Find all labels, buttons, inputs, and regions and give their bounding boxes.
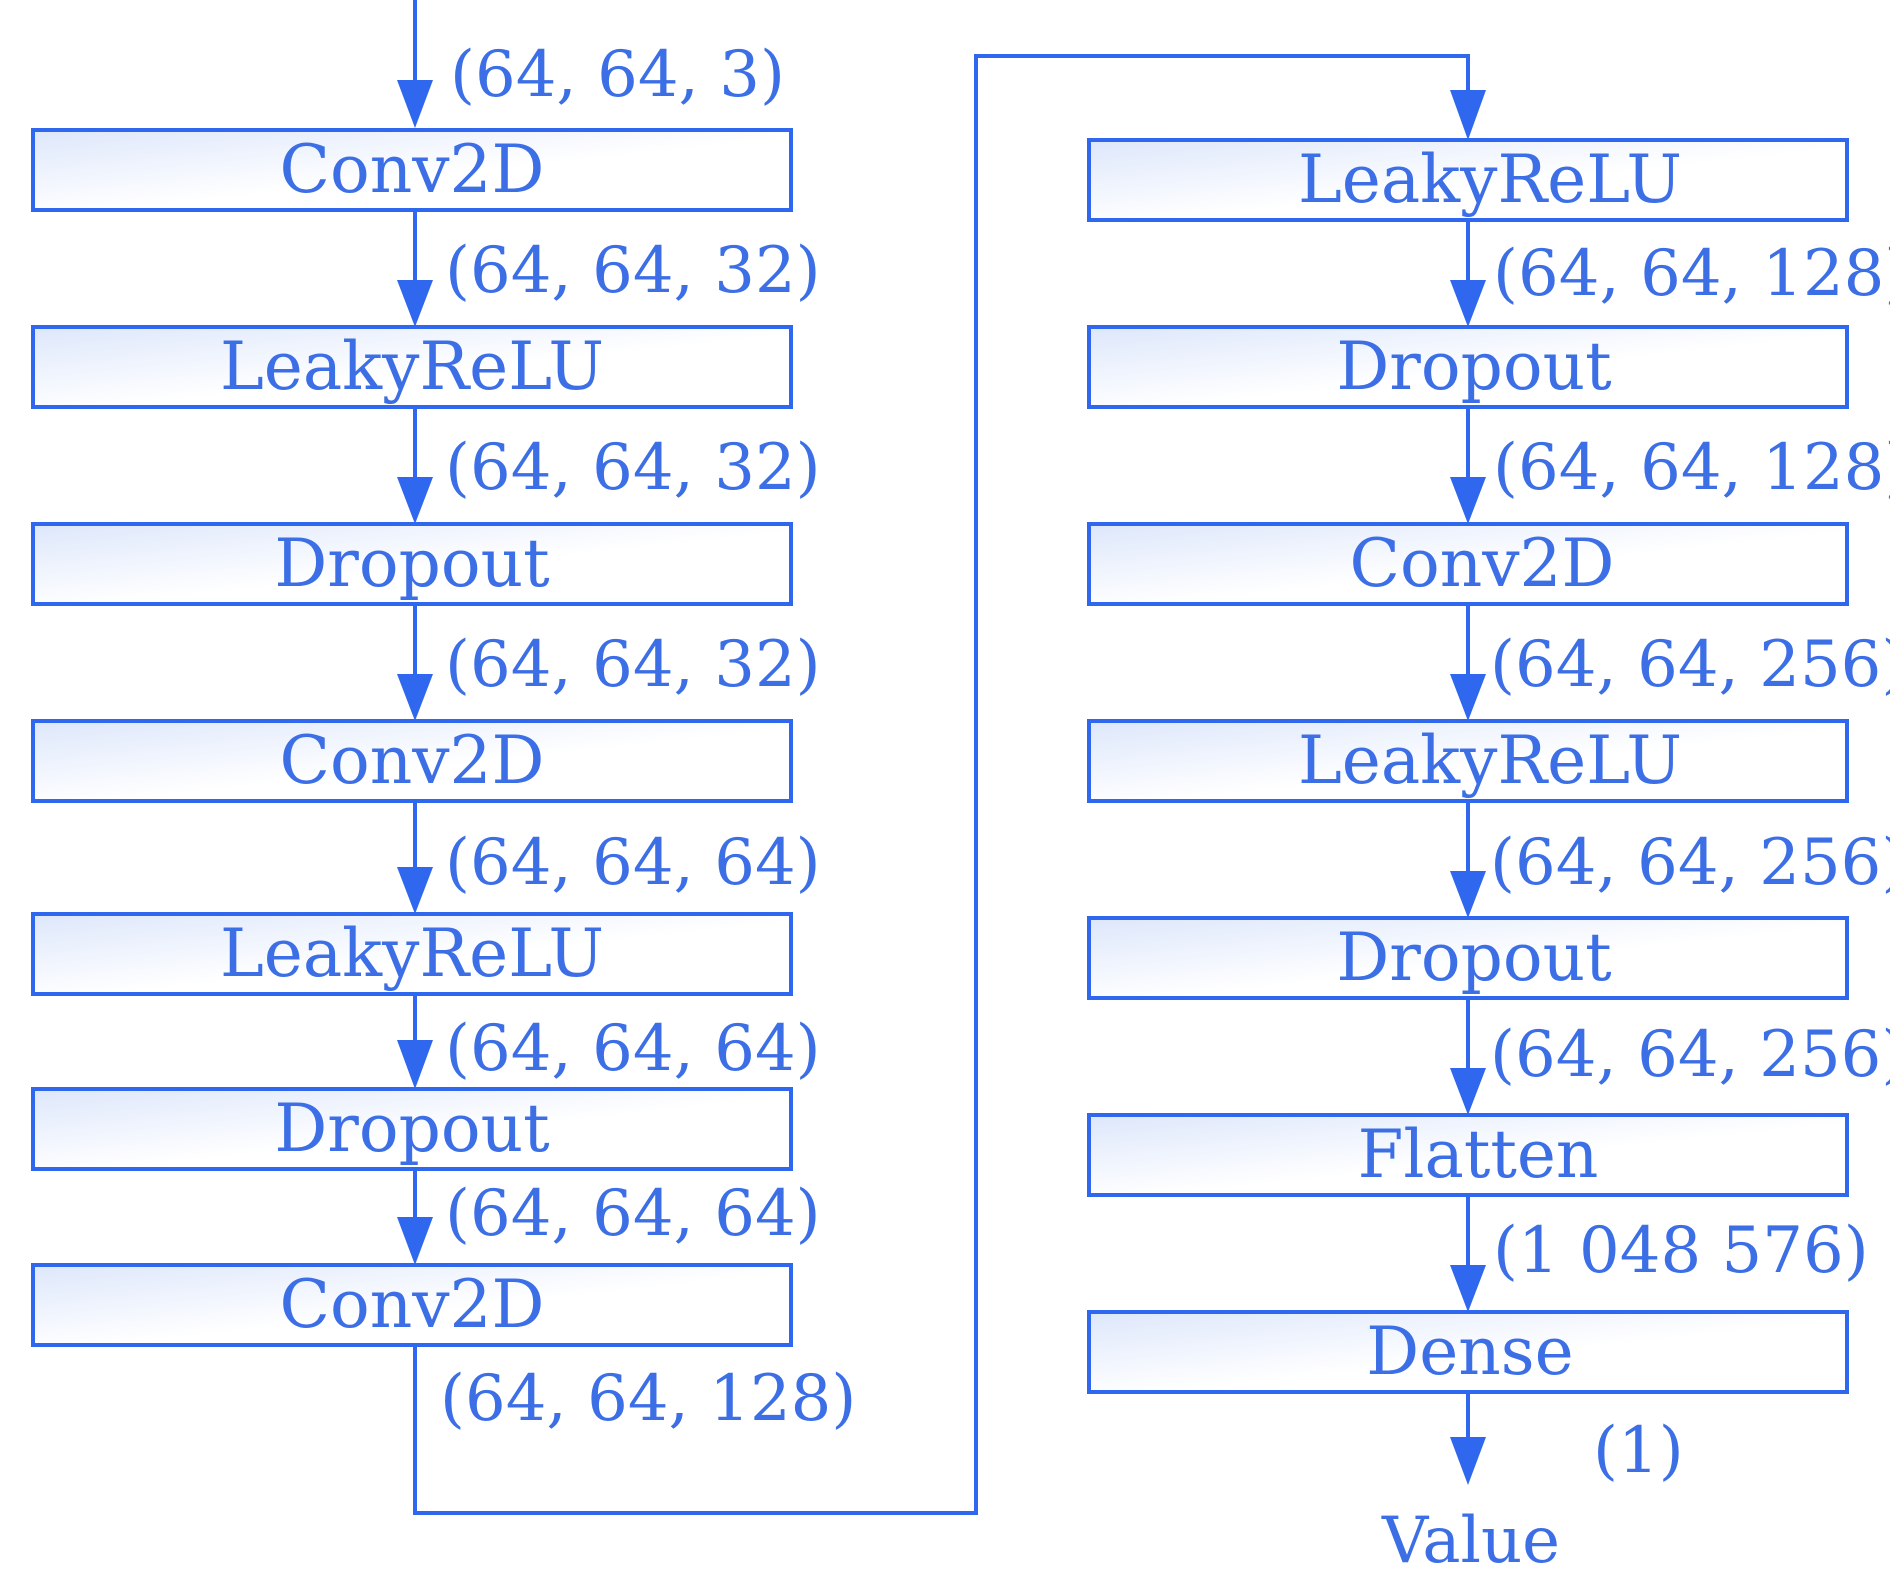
left-column: Conv2D (64, 64, 32) LeakyReLU (64, 64, 3… <box>31 128 856 1436</box>
arrowhead-icon <box>1450 871 1486 918</box>
shape-label: (64, 64, 64) <box>445 826 821 900</box>
layer-label: Conv2D <box>280 722 545 799</box>
shape-label: (64, 64, 32) <box>445 431 821 505</box>
layer-box: Conv2D <box>31 1263 793 1347</box>
layer-box: Dropout <box>31 522 793 606</box>
shape-label: (64, 64, 256) <box>1490 1018 1890 1092</box>
arrowhead-icon <box>1450 90 1486 140</box>
layer-box: LeakyReLU <box>31 912 793 996</box>
layer-box: Dropout <box>31 1087 793 1171</box>
arrowhead-icon <box>1450 1068 1486 1115</box>
layer-box-frame <box>31 522 793 606</box>
input-shape-label: (64, 64, 3) <box>450 38 785 112</box>
layer-box: Conv2D <box>31 128 793 212</box>
layer-box-frame <box>1087 522 1849 606</box>
layer-box: Dense <box>1087 1310 1849 1394</box>
shape-label: (64, 64, 128) <box>1493 237 1890 311</box>
right-column: LeakyReLU (64, 64, 128) Dropout (64, 64,… <box>1087 138 1890 1569</box>
shape-label: (64, 64, 128) <box>1493 431 1890 505</box>
arrowhead-icon <box>1450 477 1486 524</box>
arrowhead-icon <box>397 1040 433 1089</box>
layer-box: LeakyReLU <box>31 325 793 409</box>
layer-label: Flatten <box>1358 1116 1599 1193</box>
layer-box-frame <box>1087 138 1849 222</box>
layer-box-frame <box>1087 916 1849 1000</box>
arrowhead-icon <box>397 280 433 327</box>
arrowhead-icon <box>397 80 433 128</box>
layer-box-frame <box>31 1087 793 1171</box>
layer-box: Flatten <box>1087 1113 1849 1197</box>
arrowhead-icon <box>397 867 433 914</box>
layer-label: Dropout <box>274 1090 549 1167</box>
shape-label: (1) <box>1593 1414 1684 1488</box>
layer-box: Dropout <box>1087 325 1849 409</box>
layer-label: Dropout <box>1336 328 1611 405</box>
arrowhead-icon <box>397 477 433 524</box>
layer-box: LeakyReLU <box>1087 719 1849 803</box>
layer-box: Conv2D <box>1087 522 1849 606</box>
layer-box: Dropout <box>1087 916 1849 1000</box>
shape-label: (64, 64, 128) <box>440 1362 856 1436</box>
layer-label: Conv2D <box>280 1266 545 1343</box>
layer-label: LeakyReLU <box>220 328 604 405</box>
layer-box-frame <box>31 1263 793 1347</box>
shape-label: (64, 64, 64) <box>445 1177 821 1251</box>
layer-box-frame <box>1087 719 1849 803</box>
layer-box-frame <box>31 128 793 212</box>
layer-label: Dropout <box>1336 919 1611 996</box>
arrowhead-icon <box>397 674 433 721</box>
layer-label: LeakyReLU <box>220 915 604 992</box>
shape-label: (64, 64, 256) <box>1490 628 1890 702</box>
arrowhead-icon <box>1450 674 1486 721</box>
layer-box: Conv2D <box>31 719 793 803</box>
shape-label: (64, 64, 256) <box>1490 826 1890 900</box>
layer-box-frame <box>1087 1113 1849 1197</box>
layer-label: Conv2D <box>1350 525 1615 602</box>
output-label: Value <box>1381 1504 1560 1569</box>
layer-label: Dropout <box>274 525 549 602</box>
layer-label: Conv2D <box>280 131 545 208</box>
column-connector <box>413 54 1470 1515</box>
layer-box-frame <box>31 912 793 996</box>
layer-box-frame <box>31 719 793 803</box>
arrowhead-icon <box>397 1217 433 1265</box>
shape-label: (64, 64, 32) <box>445 628 821 702</box>
layer-box-frame <box>31 325 793 409</box>
layer-label: LeakyReLU <box>1298 722 1682 799</box>
arrowhead-icon <box>1450 1437 1486 1485</box>
arrowhead-icon <box>1450 280 1486 327</box>
layer-label: LeakyReLU <box>1298 141 1682 218</box>
shape-label: (64, 64, 64) <box>445 1012 821 1086</box>
shape-label: (64, 64, 32) <box>445 234 821 308</box>
layer-label: Dense <box>1366 1313 1573 1390</box>
layer-box: LeakyReLU <box>1087 138 1849 222</box>
shape-label: (1 048 576) <box>1493 1214 1869 1288</box>
arrowhead-icon <box>1450 1265 1486 1312</box>
layer-box-frame <box>1087 325 1849 409</box>
